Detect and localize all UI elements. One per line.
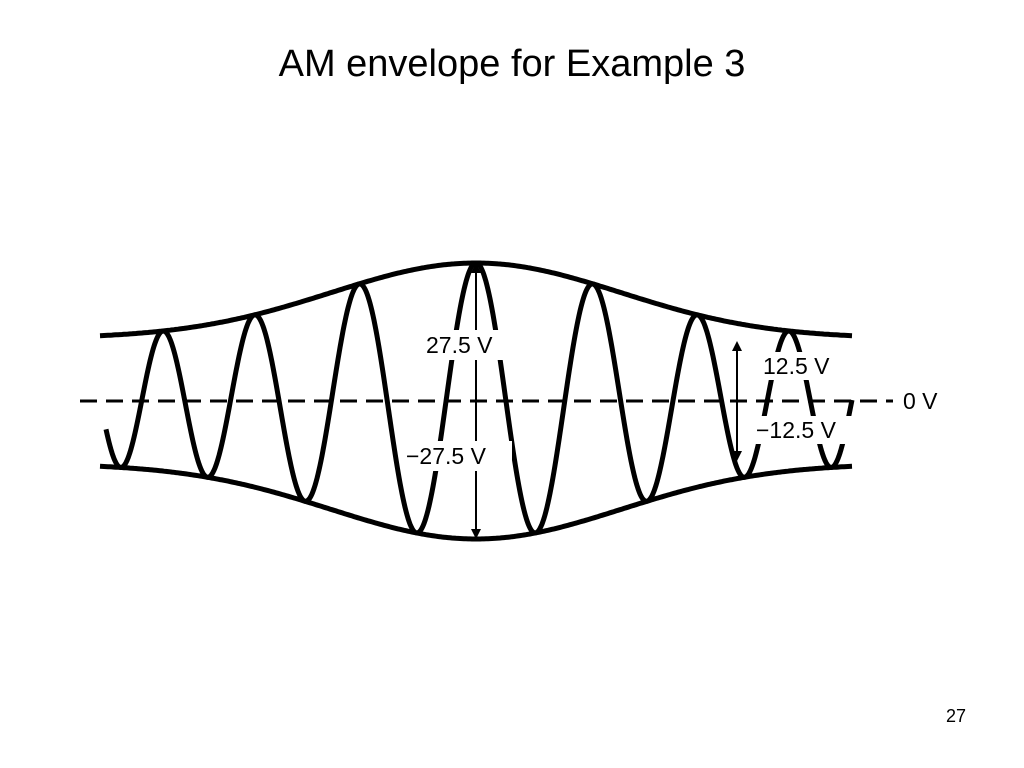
max-trough-label: −27.5 V xyxy=(406,443,487,469)
zero-label-bg xyxy=(898,386,950,416)
slide-title: AM envelope for Example 3 xyxy=(278,43,746,85)
min-trough-label: −12.5 V xyxy=(756,417,837,443)
lower-envelope-curve xyxy=(99,463,853,542)
max-peak-label: 27.5 V xyxy=(426,332,493,358)
slide-number: 27 xyxy=(945,706,966,726)
min-trough-label-bg xyxy=(754,416,860,444)
max-trough-label-bg xyxy=(404,441,512,471)
zero-line-label: 0 V xyxy=(903,388,938,414)
min-peak-label-bg xyxy=(760,352,846,380)
carrier-waveform xyxy=(103,260,855,536)
min-peak-label: 12.5 V xyxy=(763,353,830,379)
max-peak-label-bg xyxy=(422,330,512,360)
